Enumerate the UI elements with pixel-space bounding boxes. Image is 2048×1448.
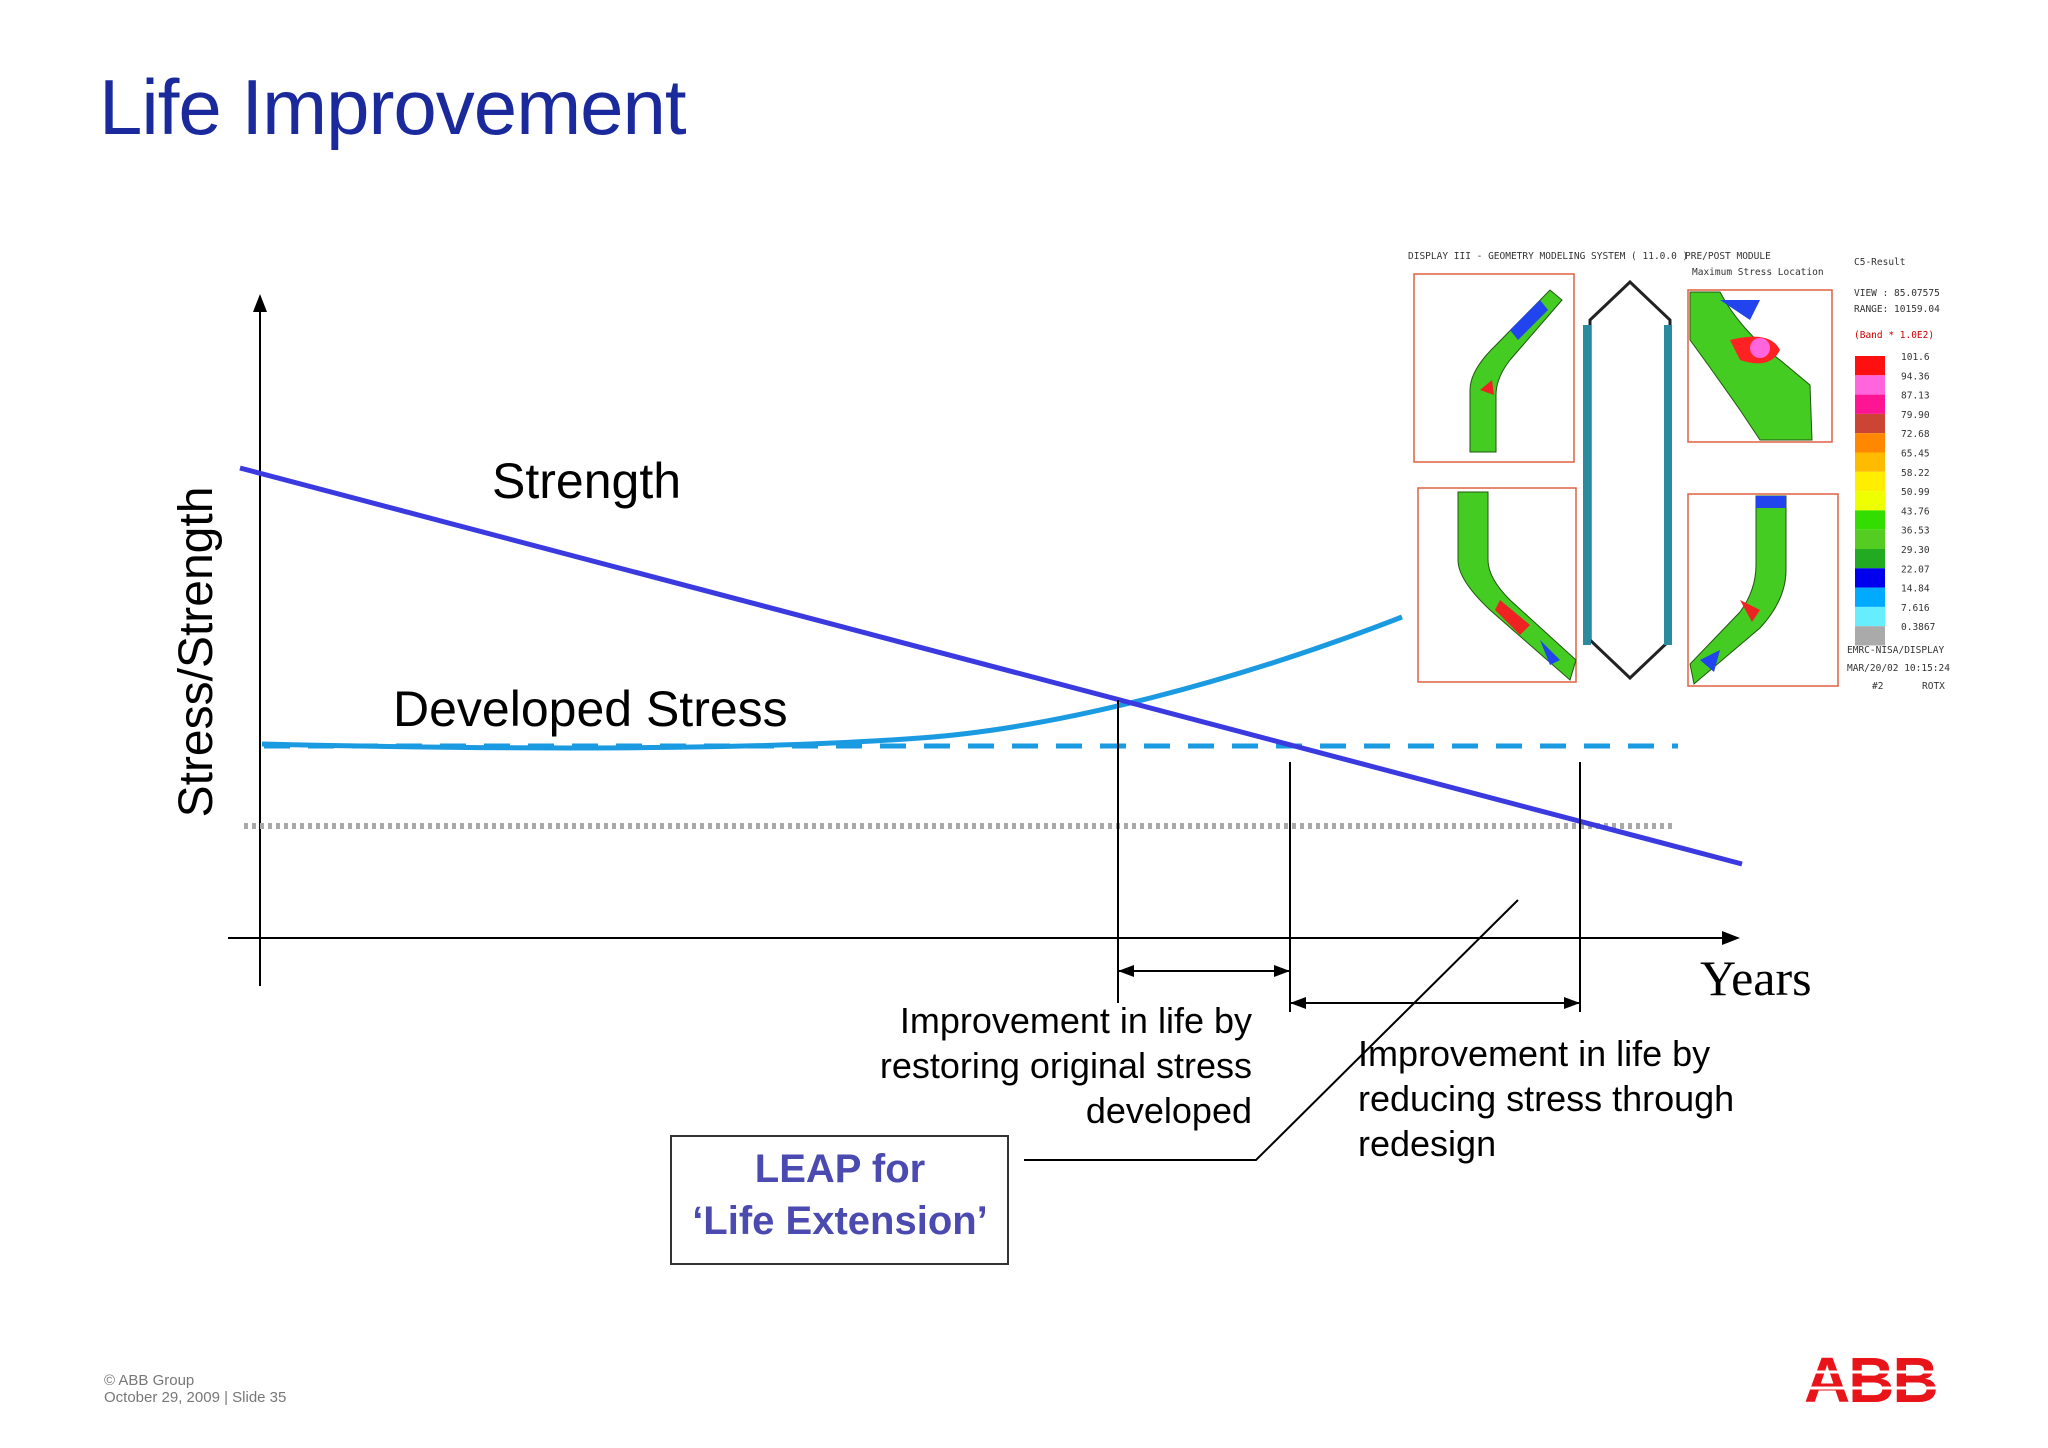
fea-result-title: C5-Result — [1854, 257, 1905, 268]
fea-header-mid: PRE/POST MODULE — [1685, 251, 1771, 262]
fea-legend-value: 101.6 — [1901, 352, 1930, 363]
slide-footer: © ABB Group October 29, 2009 | Slide 35 — [104, 1372, 286, 1406]
fea-band: (Band * 1.0E2) — [1854, 330, 1934, 341]
fea-legend-swatch — [1855, 433, 1885, 453]
fea-legend-swatch — [1855, 510, 1885, 530]
fea-legend-value: 36.53 — [1901, 526, 1930, 537]
fea-legend-swatch — [1855, 375, 1885, 395]
annotation-restore-line-1: Improvement in life by — [900, 1000, 1252, 1041]
fea-stress-result-figure: DISPLAY III - GEOMETRY MODELING SYSTEM (… — [1408, 251, 1950, 692]
fea-legend-value: 43.76 — [1901, 506, 1930, 517]
annotation-restore-line-2: restoring original stress — [880, 1045, 1252, 1086]
footer-date-slide: October 29, 2009 | Slide 35 — [104, 1389, 287, 1406]
fea-legend-value: 29.30 — [1901, 545, 1930, 556]
fea-legend-value: 7.616 — [1901, 603, 1930, 614]
fea-legend-swatch — [1855, 626, 1885, 646]
annotation-restore-line-3: developed — [1086, 1090, 1252, 1131]
x-axis-label: Years — [1700, 950, 1812, 1006]
restore-span-arrow — [1118, 965, 1290, 977]
fea-legend-value: 0.3867 — [1901, 622, 1935, 633]
fea-legend-swatch — [1855, 471, 1885, 492]
fea-legend-value: 87.13 — [1901, 391, 1930, 402]
fea-legend-swatch — [1855, 568, 1885, 588]
abb-logo-text: ABB — [1804, 1350, 1937, 1410]
y-axis-label: Stress/Strength — [170, 487, 223, 818]
fea-footer-line-2: MAR/20/02 10:15:24 — [1847, 663, 1950, 674]
leap-box-line-1: LEAP for — [755, 1147, 925, 1191]
developed-stress-label: Developed Stress — [393, 681, 788, 737]
strength-line — [239, 465, 1743, 867]
fea-legend-value: 94.36 — [1901, 371, 1930, 382]
fea-legend-value: 14.84 — [1901, 584, 1930, 595]
fea-legend-value: 79.90 — [1901, 410, 1930, 421]
leap-box-line-2: ‘Life Extension’ — [692, 1199, 988, 1243]
fea-range: RANGE: 10159.04 — [1854, 304, 1940, 315]
annotation-redesign-line-3: redesign — [1358, 1123, 1496, 1164]
y-axis-arrowhead — [253, 294, 267, 312]
fea-ring-section — [1588, 279, 1672, 681]
fea-color-legend: 101.6 94.36 87.13 79.90 72.68 65.45 58.22 50.99… — [1855, 352, 1935, 646]
fea-legend-swatch — [1855, 587, 1885, 607]
fea-legend-value: 50.99 — [1901, 487, 1930, 498]
redesign-span-arrow — [1290, 997, 1580, 1009]
fea-footer-line-1: EMRC-NISA/DISPLAY — [1847, 645, 1945, 656]
annotation-redesign-line-2: reducing stress through — [1358, 1078, 1734, 1119]
fea-legend-value: 58.22 — [1901, 468, 1930, 479]
x-axis-arrowhead — [1722, 931, 1740, 945]
fea-legend-swatch — [1855, 413, 1885, 434]
fea-legend-swatch — [1855, 549, 1885, 569]
fea-legend-swatch — [1855, 529, 1885, 549]
leap-leader-line — [1024, 899, 1519, 1161]
developed-stress-curve — [261, 614, 1403, 751]
leap-box — [670, 1135, 1009, 1265]
fea-legend-value: 22.07 — [1901, 564, 1930, 575]
footer-copyright: © ABB Group — [104, 1372, 195, 1389]
abb-logo: ABB — [1800, 1350, 1940, 1410]
fea-header-left: DISPLAY III - GEOMETRY MODELING SYSTEM (… — [1408, 251, 1688, 262]
fea-legend-swatch — [1855, 356, 1885, 376]
strength-label: Strength — [492, 453, 681, 509]
fea-legend-swatch — [1855, 394, 1885, 414]
annotation-redesign-line-1: Improvement in life by — [1358, 1033, 1710, 1074]
slide-title: Life Improvement — [99, 63, 687, 151]
annotation-restore: Improvement in life by restoring origina… — [880, 1000, 1252, 1131]
fea-legend-swatch — [1855, 452, 1885, 472]
fea-footer-line-3: #2 — [1872, 681, 1883, 692]
fea-legend-swatch — [1855, 606, 1885, 627]
fea-view: VIEW : 85.07575 — [1854, 288, 1940, 299]
fea-footer-line-4: ROTX — [1922, 681, 1945, 692]
annotation-redesign: Improvement in life by reducing stress t… — [1358, 1033, 1734, 1164]
fea-legend-swatch — [1855, 491, 1885, 511]
fea-header-sub: Maximum Stress Location — [1692, 267, 1824, 278]
fea-legend-value: 72.68 — [1901, 429, 1930, 440]
fea-legend-value: 65.45 — [1901, 449, 1930, 460]
